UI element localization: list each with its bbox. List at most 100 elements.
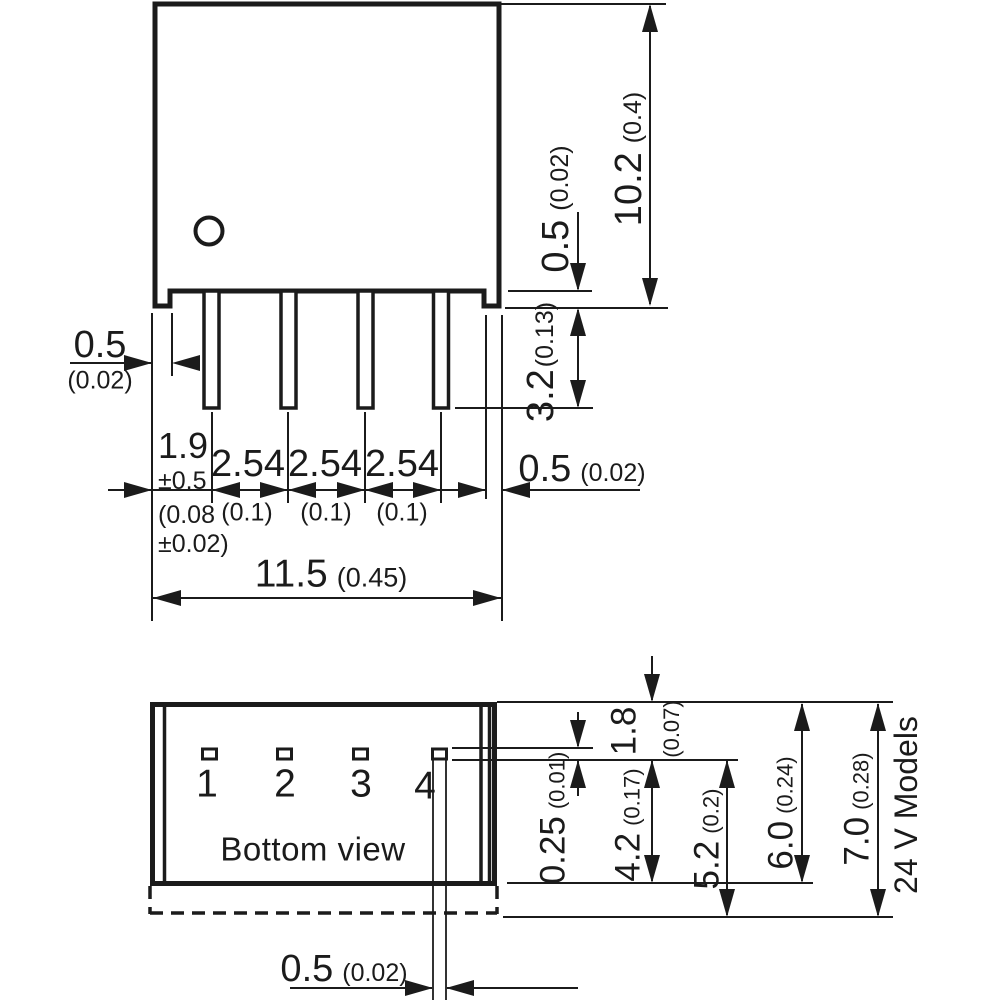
- arrow-up-icon: [719, 760, 735, 788]
- arrow-down-icon: [642, 278, 658, 306]
- pin-1: [202, 289, 221, 410]
- dim-case-bottom: 0.5 (0.02): [535, 145, 577, 273]
- dim-value: 4.2: [608, 832, 648, 882]
- pin1-marker-circle: [193, 215, 225, 247]
- arrow-down-icon: [719, 889, 735, 917]
- dim-value: 3.2: [520, 369, 562, 423]
- pin-4: [431, 289, 451, 410]
- arrow-left-icon: [365, 482, 393, 498]
- dim-inch: (0.17): [619, 768, 645, 826]
- dim-value: 10.2: [608, 152, 650, 227]
- dim-pitch-2: 2.54: [288, 443, 362, 485]
- arrow-up-icon: [642, 4, 658, 32]
- dim-inch: (0.02): [546, 145, 574, 211]
- arrow-down-icon: [870, 889, 886, 917]
- dim-inch: (0.13): [531, 301, 559, 368]
- dim-value: 0.5: [280, 948, 334, 990]
- dim-value: 6.0: [761, 820, 801, 870]
- arrow-right-icon: [458, 482, 486, 498]
- dim-pitch-inch-2: (0.1): [300, 498, 352, 527]
- pin-pad-4: [431, 747, 448, 761]
- arrow-right-icon: [124, 482, 152, 498]
- dim-pin-width: 0.5 (0.02): [280, 950, 407, 988]
- dim-pin1-offset: 1.9 ±0.5: [158, 426, 208, 495]
- bottom-view-caption: Bottom view: [220, 830, 406, 868]
- arrow-left-icon: [212, 482, 240, 498]
- dim-pitch-3: 2.54: [365, 443, 439, 485]
- pin-3: [356, 289, 375, 410]
- pin-number-4: 4: [414, 764, 436, 808]
- arrow-up-icon: [794, 703, 810, 731]
- pin-pad-2: [276, 747, 293, 761]
- dim-pin-inset-value: 1.8: [604, 706, 644, 756]
- arrow-down-icon: [570, 263, 586, 291]
- arrow-right-icon: [413, 482, 441, 498]
- arrow-down-icon: [644, 674, 660, 702]
- arrow-right-icon: [260, 482, 288, 498]
- dim-5-2: 5.2 (0.2): [687, 788, 727, 890]
- dim-case-height: 10.2 (0.4): [608, 91, 650, 227]
- pin-number-1: 1: [196, 762, 218, 806]
- arrow-left-icon: [172, 355, 200, 371]
- dim-left-standoff-inch: (0.02): [67, 366, 133, 395]
- dim-pin-inset-inch: (0.07): [659, 700, 684, 758]
- arrow-left-icon: [502, 482, 530, 498]
- dim-inch-line1: (0.08: [158, 501, 215, 529]
- arrow-right-icon: [473, 590, 501, 606]
- dim-value: 0.25: [533, 816, 573, 885]
- pin-pad-1: [201, 747, 218, 761]
- front-view: [152, 1, 502, 410]
- dim-inch: (0.4): [619, 91, 647, 144]
- pin-2: [279, 289, 298, 410]
- arrow-left-icon: [153, 590, 181, 606]
- dim-right-standoff: 0.5 (0.02): [518, 450, 645, 488]
- arrow-up-icon: [570, 760, 586, 788]
- dim-pitch-inch-3: (0.1): [376, 498, 428, 527]
- dim-value: 0.5: [535, 219, 577, 273]
- dim-inch: (0.24): [772, 756, 798, 814]
- arrow-down-icon: [570, 380, 586, 408]
- arrow-up-icon: [644, 760, 660, 788]
- arrow-down-icon: [794, 855, 810, 883]
- dim-case-width: 11.5 (0.45): [255, 555, 408, 594]
- dim-tolerance: ±0.5: [158, 466, 207, 495]
- arrow-down-icon: [644, 855, 660, 883]
- arrow-right-icon: [405, 980, 433, 996]
- dim-pitch-inch-1: (0.1): [221, 498, 273, 527]
- dim-pin-thickness: 0.25 (0.01): [533, 751, 573, 885]
- dashed-extension-outline: [148, 886, 499, 915]
- pin-pad-3: [352, 747, 369, 761]
- dim-pin-length: 3.2 (0.13): [520, 301, 562, 423]
- dim-value: 7.0: [837, 816, 877, 866]
- bottom-view: [150, 702, 497, 886]
- dim-7-0: 7.0 (0.28): [837, 752, 877, 866]
- pin-number-2: 2: [274, 762, 296, 806]
- dim-inch: (0.2): [698, 788, 724, 834]
- arrow-up-icon: [870, 703, 886, 731]
- bottom-case-outline: [150, 702, 497, 886]
- dim-value: 5.2: [687, 840, 727, 890]
- dim-left-standoff-value: 0.5: [73, 324, 127, 366]
- dim-pin1-offset-inch: (0.08 ±0.02): [158, 500, 229, 558]
- dim-6-0: 6.0 (0.24): [761, 756, 801, 870]
- arrow-down-icon: [570, 720, 586, 748]
- dim-inch-line2: ±0.02): [158, 530, 229, 558]
- arrowheads: [124, 4, 886, 996]
- dim-4-2: 4.2 (0.17): [608, 768, 648, 882]
- arrow-right-icon: [124, 355, 152, 371]
- dim-value: 0.5: [518, 448, 572, 490]
- case-outline: [152, 1, 502, 309]
- dim-value: 11.5: [254, 552, 328, 596]
- dim-inch: (0.01): [544, 751, 570, 810]
- dim-inch: (0.02): [580, 459, 646, 487]
- dim-inch: (0.02): [342, 959, 408, 987]
- pin-number-3: 3: [350, 762, 372, 806]
- arrow-right-icon: [337, 482, 365, 498]
- arrow-left-icon: [446, 980, 474, 996]
- dim-inch: (0.45): [336, 562, 408, 593]
- dim-inch: (0.28): [848, 752, 874, 810]
- arrow-left-icon: [288, 482, 316, 498]
- arrow-up-icon: [570, 308, 586, 336]
